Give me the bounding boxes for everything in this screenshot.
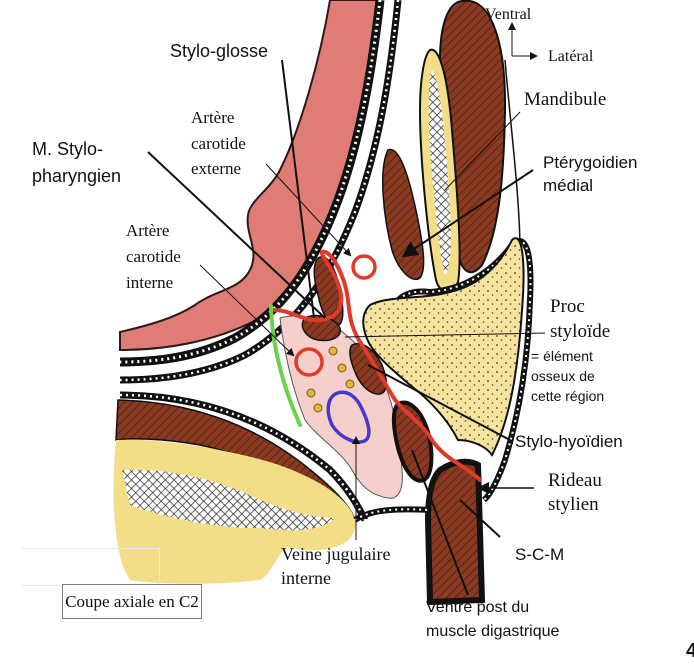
- label-stylo-hyoidien: Stylo-hyoïdien: [515, 432, 623, 451]
- nerve-dot: [306, 388, 316, 398]
- medial-pterygoid: [382, 148, 425, 281]
- stylohyoid-muscle: [349, 343, 387, 395]
- label-proc-note-l1: = élément: [531, 348, 593, 364]
- label-digastrique-l1: Ventre post du: [426, 599, 529, 616]
- nerve-dot: [313, 403, 323, 413]
- page-number: 4: [686, 640, 694, 662]
- external-carotid-artery: [351, 254, 377, 280]
- label-proc-note-l2: osseux de: [531, 368, 595, 384]
- label-m-stylo-l2: pharyngien: [32, 166, 121, 186]
- leader-mandibule: [444, 111, 521, 191]
- label-carotide-interne-l1: Artère: [126, 221, 169, 240]
- green-fascia: [269, 304, 302, 427]
- label-proc-l1: Proc: [550, 296, 585, 317]
- internal-jugular-vein: [326, 390, 371, 444]
- mandible-marrow: [428, 70, 451, 275]
- leader-scm: [459, 499, 501, 538]
- label-digastrique-l2: muscle digastrique: [426, 623, 560, 640]
- leader-digastrique: [411, 449, 469, 596]
- label-carotide-externe-l3: externe: [191, 159, 241, 178]
- leader-m-stylo-pharyngien: [147, 151, 326, 319]
- nerve-dot: [328, 346, 338, 356]
- label-m-stylo-l1: M. Stylo-: [32, 139, 103, 159]
- internal-carotid-artery: [294, 347, 324, 377]
- label-carotide-interne-l2: carotide: [126, 247, 181, 266]
- label-lateral: Latéral: [548, 48, 594, 65]
- leader-carotide-externe: [265, 163, 352, 257]
- leader-carotide-interne: [199, 264, 295, 357]
- nerve-dot: [345, 379, 355, 389]
- label-mandibule: Mandibule: [524, 89, 606, 110]
- leader-stylo-glosse: [281, 59, 315, 319]
- parapharyngeal-space: [279, 315, 403, 499]
- label-pterygoidien-l1: Ptérygoidien: [543, 153, 638, 172]
- vertebra-marrow: [122, 469, 335, 531]
- label-scm: S-C-M: [515, 545, 564, 564]
- label-rideau-l2: stylien: [548, 494, 599, 515]
- label-carotide-externe-l1: Artère: [191, 108, 234, 127]
- blank-frame: [22, 548, 160, 586]
- sternocleidomastoid-muscle: [424, 458, 486, 606]
- label-veine-l2: interne: [281, 568, 331, 588]
- figure-caption: Coupe axiale en C2: [62, 584, 202, 619]
- label-carotide-externe-l2: carotide: [191, 134, 246, 153]
- parotid-styloid-region: [362, 237, 525, 457]
- label-ventral: Ventral: [485, 6, 532, 23]
- orientation-compass: [508, 22, 538, 60]
- label-proc-l2: styloïde: [550, 321, 610, 342]
- label-proc-note-l3: cette région: [531, 388, 604, 404]
- leader-stylo-hyoidien: [367, 364, 511, 441]
- label-rideau-l1: Rideau: [548, 470, 602, 491]
- label-stylo-glosse: Stylo-glosse: [170, 41, 268, 61]
- leader-pterygoidien: [401, 169, 534, 258]
- leader-proc-styloide: [344, 332, 546, 338]
- nerve-dot: [337, 363, 347, 373]
- label-carotide-interne-l3: interne: [126, 273, 173, 292]
- rideau-stylien-line: [273, 249, 482, 482]
- label-veine-l1: Veine jugulaire: [281, 544, 390, 564]
- label-pterygoidien-l2: médial: [543, 176, 593, 195]
